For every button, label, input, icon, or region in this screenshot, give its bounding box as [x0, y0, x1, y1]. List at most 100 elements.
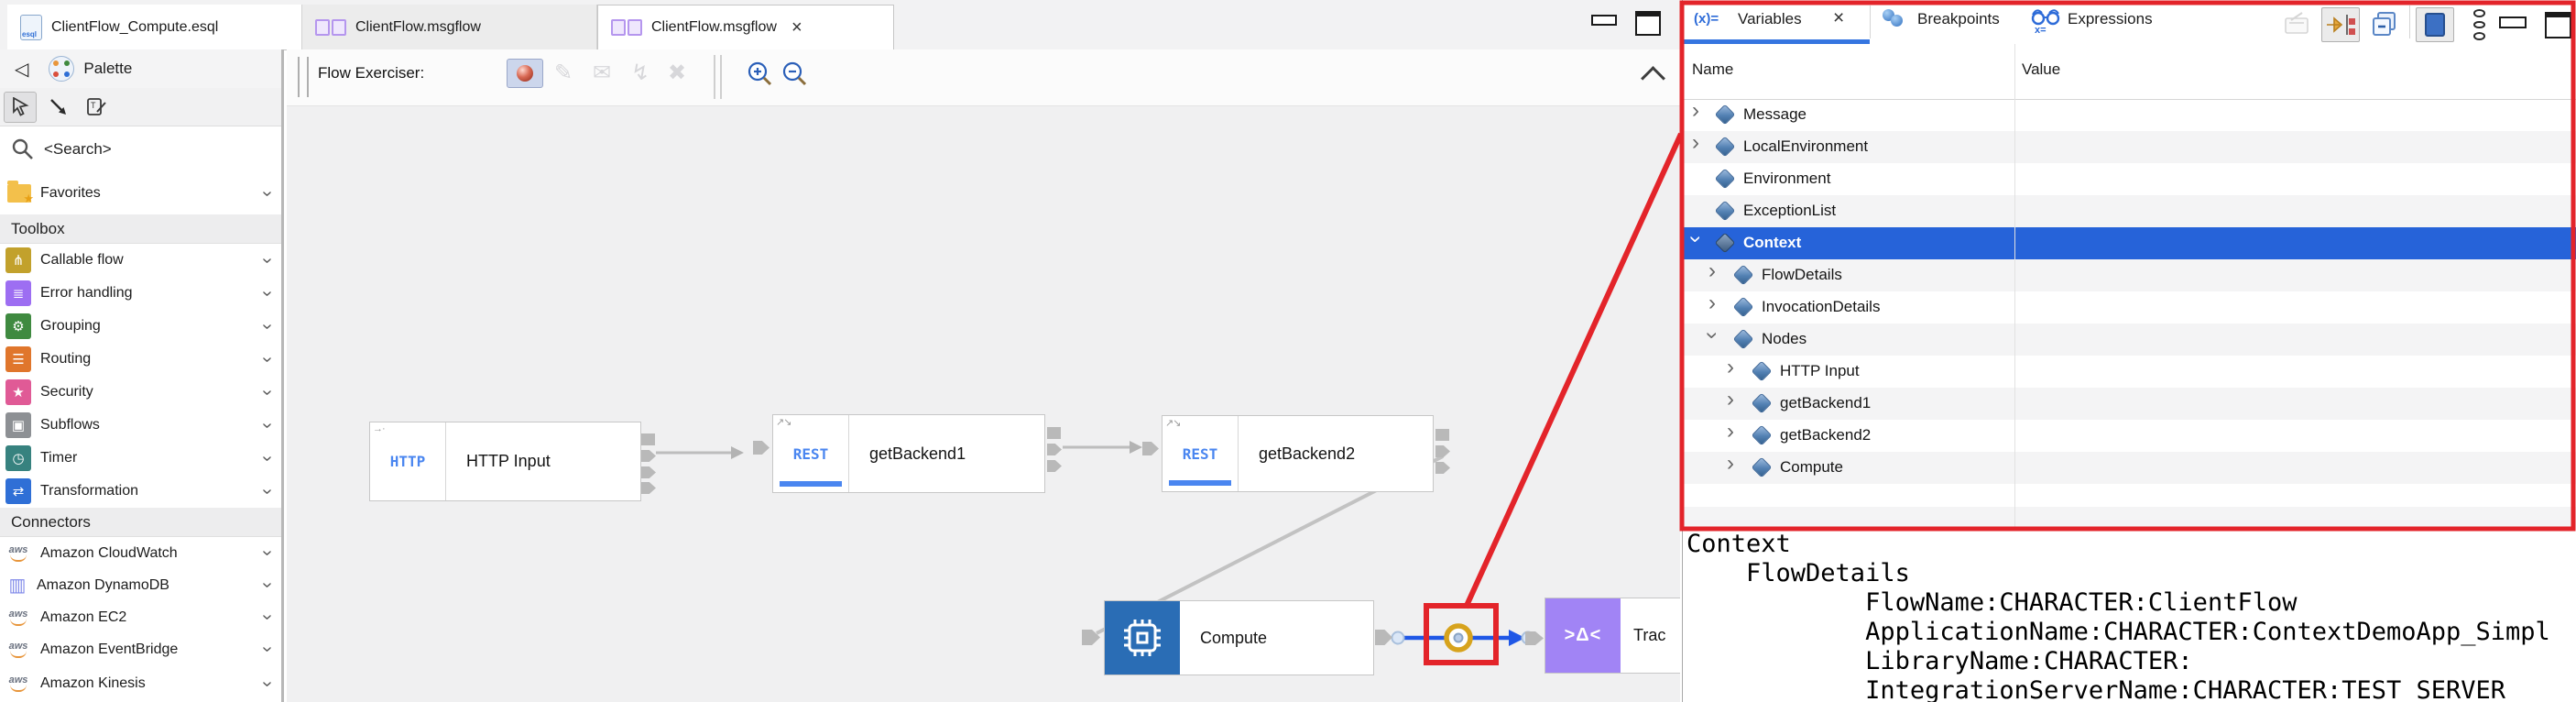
palette-item-error-handling[interactable]: ≣Error handling› [0, 277, 281, 311]
palette-item-callable-flow[interactable]: ⋔Callable flow› [0, 244, 281, 278]
tab-clientflow-msgflow-2-active[interactable]: ClientFlow.msgflow × [597, 5, 894, 49]
palette-tools: T [0, 88, 281, 126]
chevron-down-icon[interactable]: › [257, 582, 278, 588]
tab-clientflow-msgflow-1[interactable]: ClientFlow.msgflow [302, 5, 597, 49]
aws-icon: aws [5, 674, 31, 694]
collapse-palette-icon[interactable]: ◁ [15, 59, 29, 80]
link-with-debug-view-button[interactable] [2321, 7, 2360, 42]
palette-item-transformation[interactable]: ⇄Transformation› [0, 475, 281, 509]
select-tool-button[interactable] [4, 91, 37, 123]
output-terminal[interactable] [641, 482, 656, 494]
minimize-editor-icon[interactable] [1591, 15, 1617, 26]
variable-row-getbackend1[interactable]: ›getBackend1 [1683, 388, 2576, 420]
connection-tool-button[interactable] [42, 92, 75, 123]
variable-detail-pane[interactable]: Context FlowDetails FlowName:CHARACTER:C… [1686, 530, 2571, 702]
input-terminal[interactable] [1525, 631, 1544, 645]
chevron-down-icon[interactable]: › [257, 614, 278, 620]
chevron-down-icon[interactable]: › [257, 257, 278, 264]
variable-row-flowdetails[interactable]: ›FlowDetails [1683, 259, 2576, 291]
flow-node-trace[interactable]: >Δ< Trac [1545, 598, 1680, 674]
chevron-down-icon[interactable]: › [257, 455, 278, 462]
input-terminal[interactable] [1142, 442, 1159, 455]
layout-orientation-button[interactable] [2416, 7, 2454, 42]
chevron-down-icon[interactable]: › [257, 290, 278, 297]
variable-row-localenvironment[interactable]: ›LocalEnvironment [1683, 131, 2576, 163]
rest-underline [1169, 480, 1231, 486]
chevron-down-icon[interactable]: › [257, 389, 278, 396]
compute-node-icon [1105, 601, 1180, 675]
palette-item-grouping[interactable]: ⚙Grouping› [0, 310, 281, 344]
close-tab-icon[interactable]: × [791, 16, 802, 38]
maximize-panel-icon[interactable] [2545, 12, 2571, 38]
collapse-all-button[interactable] [2367, 7, 2402, 40]
output-terminal[interactable] [1435, 445, 1450, 457]
variable-row-message[interactable]: ›Message [1683, 99, 2576, 131]
palette-item-subflows[interactable]: ▣Subflows› [0, 409, 281, 443]
chevron-down-icon[interactable]: › [257, 356, 278, 363]
tab-clientflow-compute-esql[interactable]: esql ClientFlow_Compute.esql [7, 5, 302, 49]
zoom-in-icon[interactable] [747, 60, 772, 86]
palette-item-routing[interactable]: ☰Routing› [0, 343, 281, 377]
tab-expressions[interactable]: Expressions [2068, 10, 2153, 27]
note-tool-button[interactable]: T [81, 92, 114, 123]
variable-icon [1714, 104, 1736, 126]
output-terminal[interactable] [1047, 444, 1062, 455]
output-terminal[interactable] [641, 450, 656, 462]
input-terminal[interactable] [753, 441, 770, 455]
chevron-down-icon[interactable]: › [257, 680, 278, 687]
palette-item-security[interactable]: ★Security› [0, 376, 281, 410]
palette-search[interactable]: <Search> [0, 126, 281, 173]
variable-icon [1714, 232, 1736, 254]
variable-row-environment[interactable]: Environment [1683, 163, 2576, 195]
palette-drawer-favorites[interactable]: ★ Favorites › [0, 172, 281, 215]
variable-row-nodes[interactable]: ›Nodes [1683, 324, 2576, 356]
close-variables-tab-icon[interactable]: × [1833, 7, 1845, 28]
variable-row-exceptionlist[interactable]: ExceptionList [1683, 195, 2576, 227]
output-terminal[interactable] [641, 466, 656, 478]
start-flow-exerciser-button[interactable] [507, 59, 543, 88]
tab-variables[interactable]: Variables [1738, 10, 1802, 27]
variable-row-getbackend2[interactable]: ›getBackend2 [1683, 420, 2576, 452]
output-terminal[interactable] [1047, 460, 1062, 472]
flow-node-getbackend2[interactable]: ↗↘ REST getBackend2 [1162, 415, 1434, 492]
variable-row-compute[interactable]: ›Compute [1683, 452, 2576, 484]
chevron-down-icon[interactable]: › [257, 190, 278, 197]
node-label: Compute [1180, 601, 1373, 675]
svg-text:T: T [91, 101, 96, 110]
flow-node-getbackend1[interactable]: ↗↘ REST getBackend1 [772, 414, 1045, 493]
chevron-down-icon[interactable]: › [257, 323, 278, 330]
tab-label: ClientFlow.msgflow [355, 18, 481, 35]
view-menu-icon[interactable] [2471, 7, 2487, 42]
chevron-down-icon[interactable]: › [257, 488, 278, 495]
tab-breakpoints[interactable]: Breakpoints [1917, 10, 2000, 27]
minimize-panel-icon[interactable] [2499, 16, 2527, 28]
output-terminal[interactable] [1435, 429, 1449, 441]
flow-canvas[interactable]: Flow Exerciser: ✎ ✉ ↯ ✖ [287, 49, 1680, 702]
variable-row-invocationdetails[interactable]: ›InvocationDetails [1683, 291, 2576, 324]
chevron-down-icon[interactable]: › [257, 550, 278, 556]
msgflow-file-icon [315, 18, 346, 36]
toolbar-drag-handle[interactable] [298, 57, 309, 97]
output-terminal[interactable] [1375, 630, 1392, 645]
search-placeholder: <Search> [44, 140, 112, 158]
flow-node-compute[interactable]: Compute [1104, 600, 1374, 675]
tab-label: ClientFlow.msgflow [651, 19, 777, 35]
output-terminal[interactable] [1047, 427, 1061, 439]
palette-item-amazon-dynamodb[interactable]: ▥Amazon DynamoDB› [0, 569, 281, 602]
toolbar-separator [2409, 5, 2410, 38]
zoom-out-icon[interactable] [781, 60, 807, 86]
variable-row-http-input[interactable]: ›HTTP Input [1683, 356, 2576, 388]
output-terminal[interactable] [1435, 462, 1450, 474]
variable-row-context-selected[interactable]: ›Context [1683, 227, 2576, 259]
palette-item-timer[interactable]: ◷Timer› [0, 442, 281, 476]
chevron-down-icon[interactable]: › [257, 646, 278, 653]
chevron-down-icon[interactable]: › [257, 422, 278, 429]
maximize-editor-icon[interactable] [1635, 11, 1661, 36]
output-terminal[interactable] [641, 433, 655, 445]
flow-node-http-input[interactable]: →· HTTP HTTP Input [369, 422, 641, 501]
input-terminal[interactable] [1082, 630, 1100, 645]
